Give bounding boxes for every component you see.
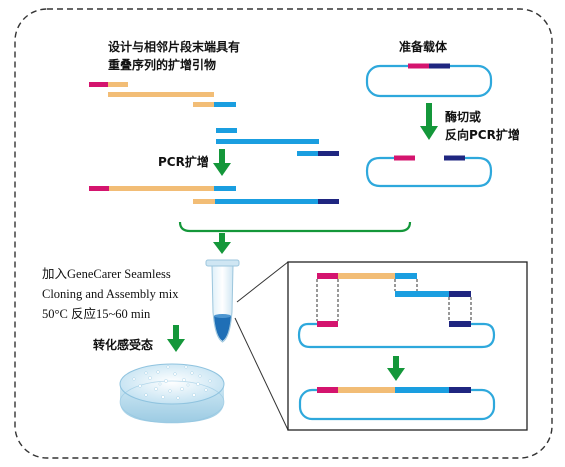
fragment-b-blue (216, 139, 319, 144)
linear-vector-detail (297, 321, 496, 349)
product-b-orange (193, 199, 215, 204)
bacterial-colonies (132, 365, 212, 400)
product-b-blue (215, 199, 318, 204)
circular-vector-top (365, 63, 493, 98)
pcr-amplify-label: PCR扩增 (158, 154, 209, 169)
primer-blue-end (214, 102, 236, 107)
assembly-mix-line1: 加入GeneCarer Seamless (42, 267, 171, 281)
assembly-mix-line2: Cloning and Assembly mix (42, 287, 179, 301)
pcr-products (89, 186, 339, 204)
green-down-arrow-icon (387, 356, 405, 381)
zoom-line-top (236, 261, 289, 303)
vector-navy-site (429, 63, 450, 69)
merge-bracket (178, 221, 412, 233)
green-down-arrow-icon (420, 103, 438, 140)
primer-design-title-line1: 设计与相邻片段末端具有 (108, 39, 240, 54)
primer-orange-end (193, 102, 214, 107)
overlap-dashed-guides (316, 279, 472, 321)
digest-step-line2: 反向PCR扩增 (445, 127, 520, 142)
prepare-vector-title: 准备载体 (399, 39, 448, 54)
green-down-arrow-icon (213, 233, 231, 254)
vector-fragment-primers (216, 128, 339, 156)
reaction-condition-line: 50°C 反应15~60 min (42, 306, 151, 321)
green-down-arrow-icon (213, 149, 231, 176)
primer-pink-segment (89, 82, 108, 87)
recombinant-plasmid-detail (298, 387, 496, 421)
microcentrifuge-tube-icon (205, 259, 240, 343)
zoom-line-bottom (234, 317, 289, 431)
insert-fragment-primers (89, 82, 236, 107)
product-a-blue (214, 186, 236, 191)
linear-vector-pink-end (394, 155, 415, 161)
vector-pink-site (408, 63, 429, 69)
petri-dish-icon (119, 363, 225, 424)
outer-dashed-border (14, 8, 553, 459)
green-down-arrow-icon (167, 325, 185, 352)
product-a-orange (109, 186, 214, 191)
linearized-vector (365, 155, 493, 188)
primer-design-title-line2: 重叠序列的扩增引物 (108, 57, 216, 72)
linear-vector-navy-end (444, 155, 465, 161)
fragment-a-orange (108, 92, 214, 97)
transformation-label: 转化感受态 (93, 337, 153, 352)
product-a-pink (89, 186, 109, 191)
primer-blue-start (216, 128, 237, 133)
insert-fragments-detail (317, 273, 471, 297)
digest-step-line1: 酶切或 (445, 109, 481, 124)
product-b-navy (318, 199, 339, 204)
primer-blue-tail (297, 151, 318, 156)
primer-orange-segment (108, 82, 128, 87)
primer-navy-tail (318, 151, 339, 156)
